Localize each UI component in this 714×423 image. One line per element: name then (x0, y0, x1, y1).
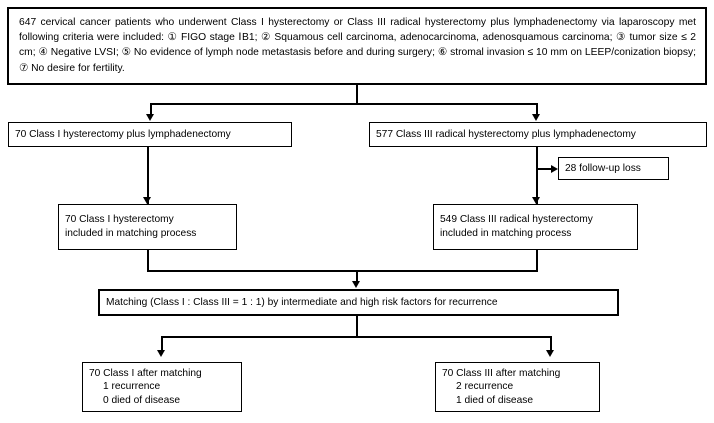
class-i-matching-input-line2: included in matching process (65, 228, 197, 239)
criteria-text: 647 cervical cancer patients who underwe… (19, 17, 696, 74)
class-i-outcome-box: 70 Class I after matching 1 recurrence 0… (82, 362, 242, 412)
class-iii-outcome-line3: 1 died of disease (456, 394, 534, 406)
criteria-box: 647 cervical cancer patients who underwe… (7, 7, 707, 85)
class-iii-outcome-box: 70 Class III after matching 2 recurrence… (435, 362, 600, 412)
connector-outcome-stem (356, 316, 358, 338)
arrow-to-class-i-box (146, 114, 154, 121)
arrow-to-class-iii-outcome-box (546, 350, 554, 357)
followup-loss-label: 28 follow-up loss (565, 162, 641, 174)
arrow-to-class-i-outcome-box (157, 350, 165, 357)
connector-class-i-down (147, 147, 149, 204)
class-iii-matching-input-line1: 549 Class III radical hysterectomy (440, 214, 593, 226)
connector-outcome-bar (161, 336, 552, 338)
connector-outcome-left-drop (161, 336, 163, 351)
connector-merge-bar (147, 270, 538, 272)
arrow-to-class-i-matching-box (143, 197, 151, 204)
connector-outcome-right-drop (550, 336, 552, 351)
class-i-matching-input-box: 70 Class I hysterectomy included in matc… (58, 204, 237, 250)
followup-loss-box: 28 follow-up loss (558, 157, 669, 180)
class-i-arm-label: 70 Class I hysterectomy plus lymphadenec… (15, 128, 231, 140)
connector-split-bar (150, 103, 538, 105)
class-iii-outcome-line2: 2 recurrence (456, 381, 514, 393)
class-iii-arm-box: 577 Class III radical hysterectomy plus … (369, 122, 707, 147)
class-iii-outcome-line1: 70 Class III after matching (442, 367, 561, 379)
connector-class-iii-down (536, 147, 538, 204)
arrow-to-class-iii-box (532, 114, 540, 121)
connector-merge-down (356, 270, 358, 282)
class-i-outcome-line3: 0 died of disease (103, 394, 181, 406)
connector-followup-branch (536, 168, 552, 170)
arrow-to-matching-box (352, 281, 360, 288)
connector-merge-right-stem (536, 250, 538, 272)
arrow-to-class-iii-matching-box (532, 197, 540, 204)
arrow-to-followup-loss (551, 164, 558, 173)
connector-split-right-drop (536, 103, 538, 115)
class-i-matching-input-line1: 70 Class I hysterectomy (65, 214, 174, 226)
class-iii-matching-input-box: 549 Class III radical hysterectomy inclu… (433, 204, 638, 250)
connector-split-left-drop (150, 103, 152, 115)
matching-box: Matching (Class I : Class III = 1 : 1) b… (98, 289, 619, 316)
class-i-outcome-line1: 70 Class I after matching (89, 367, 202, 379)
class-i-arm-box: 70 Class I hysterectomy plus lymphadenec… (8, 122, 292, 147)
class-i-outcome-line2: 1 recurrence (103, 381, 161, 393)
connector-criteria-stem (356, 85, 358, 105)
class-iii-matching-input-line2: included in matching process (440, 228, 572, 239)
connector-merge-left-stem (147, 250, 149, 272)
matching-label: Matching (Class I : Class III = 1 : 1) b… (106, 296, 498, 308)
class-iii-arm-label: 577 Class III radical hysterectomy plus … (376, 128, 636, 140)
